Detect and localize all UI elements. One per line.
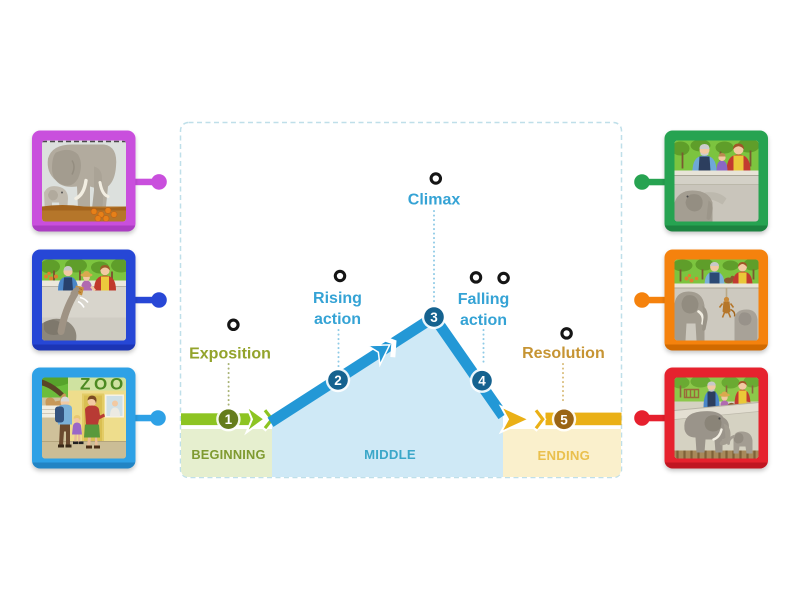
svg-text:ENDING: ENDING (538, 448, 591, 463)
svg-text:Exposition: Exposition (189, 346, 271, 363)
svg-text:O: O (110, 375, 123, 394)
svg-text:4: 4 (478, 374, 486, 389)
svg-text:O: O (94, 375, 107, 394)
svg-text:MIDDLE: MIDDLE (364, 447, 416, 462)
svg-text:3: 3 (430, 310, 438, 325)
svg-text:Z: Z (80, 375, 90, 394)
svg-text:action: action (314, 311, 361, 328)
svg-text:1: 1 (225, 412, 233, 427)
svg-text:Resolution: Resolution (522, 345, 605, 362)
svg-text:Falling: Falling (458, 291, 510, 308)
svg-text:Climax: Climax (408, 192, 461, 209)
svg-text:2: 2 (334, 373, 342, 388)
svg-text:Rising: Rising (313, 290, 362, 307)
svg-text:action: action (460, 312, 507, 329)
svg-text:BEGINNING: BEGINNING (191, 447, 265, 462)
svg-text:5: 5 (560, 412, 568, 427)
